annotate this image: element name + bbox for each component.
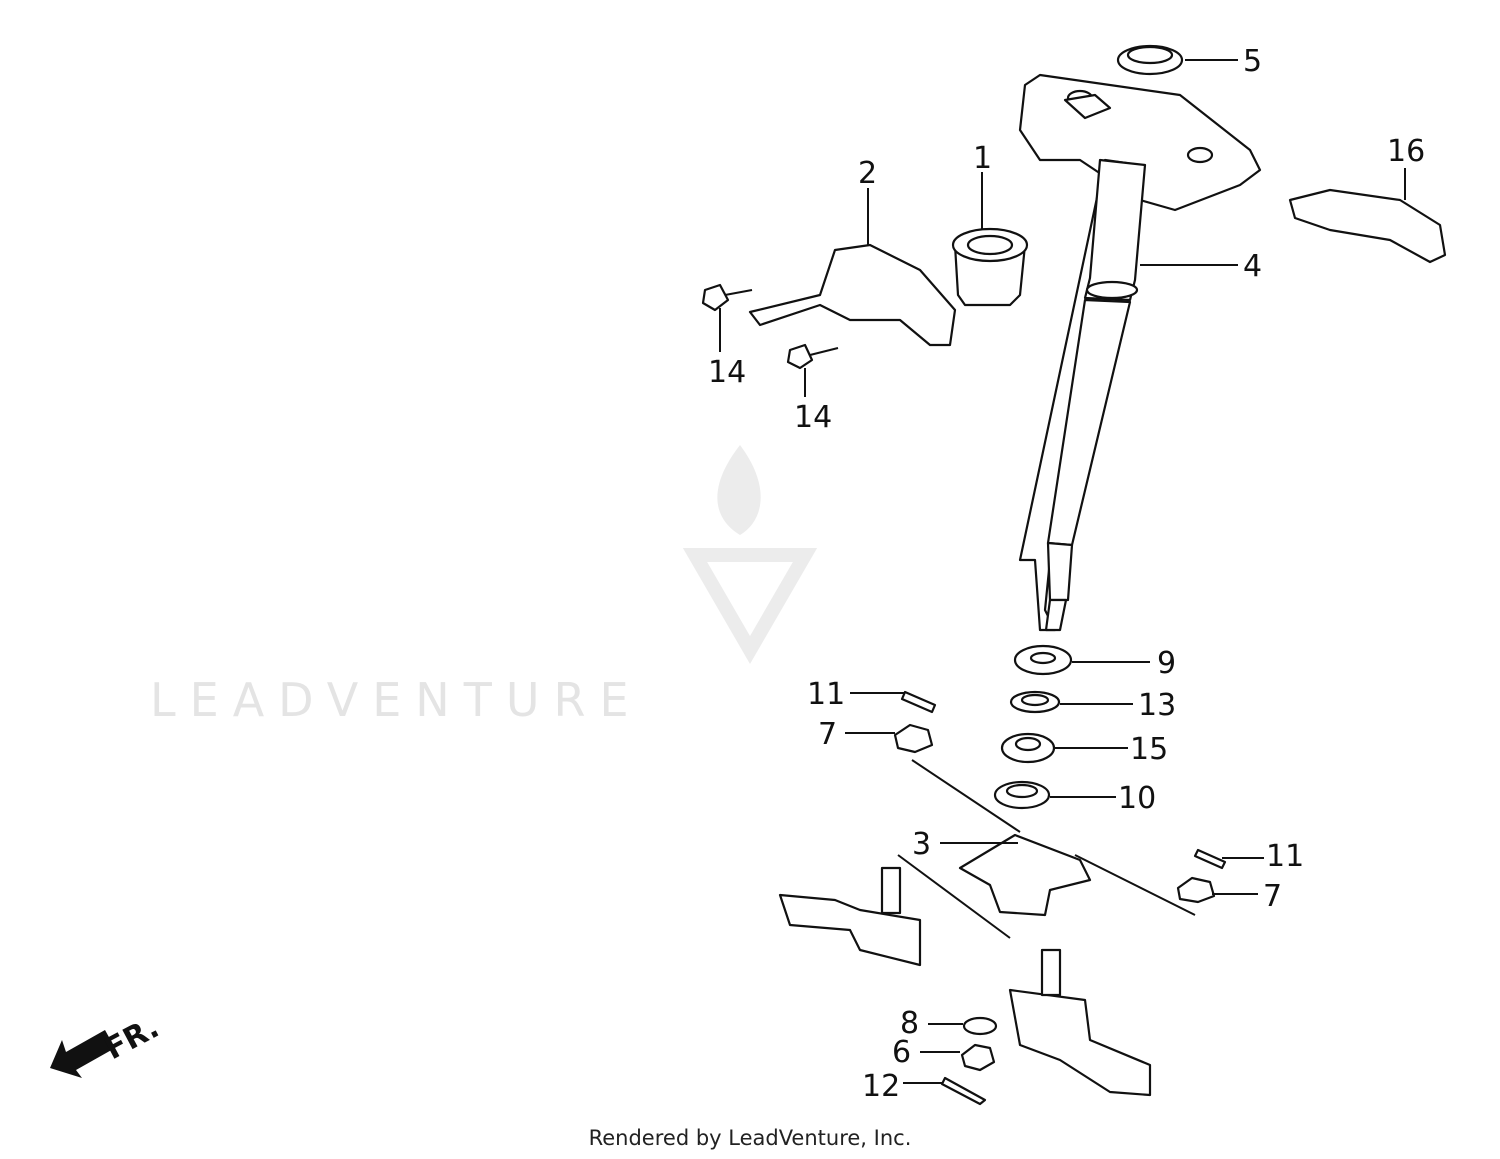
callout-7-a: 7 — [818, 717, 837, 752]
small-hardware — [893, 690, 1227, 1106]
bushing-part — [951, 227, 1029, 307]
callout-16: 16 — [1387, 134, 1425, 169]
callout-11-a: 11 — [807, 677, 845, 712]
callout-14-b: 14 — [794, 400, 832, 435]
front-direction-indicator: FR. — [50, 1010, 165, 1078]
callout-2: 2 — [858, 156, 877, 191]
callout-4: 4 — [1243, 249, 1262, 284]
callout-labels: 5 16 1 2 4 14 14 9 11 13 7 15 10 3 11 7 … — [708, 44, 1425, 1104]
plate-part — [1288, 188, 1447, 264]
callout-10: 10 — [1118, 781, 1156, 816]
footer-credit: Rendered by LeadVenture, Inc. — [588, 1126, 912, 1150]
pitman-arm-part — [958, 833, 1092, 917]
callout-13: 13 — [1138, 688, 1176, 723]
steering-shaft-part — [1018, 73, 1262, 632]
callout-11-b: 11 — [1266, 839, 1304, 874]
callout-6: 6 — [892, 1035, 911, 1070]
callout-14-a: 14 — [708, 355, 746, 390]
holder-part — [748, 243, 957, 347]
callout-7-b: 7 — [1263, 879, 1282, 914]
watermark-logo: LEADVENTURE — [150, 445, 818, 727]
tie-rod-end-part — [778, 866, 1152, 1097]
cap-part — [1116, 44, 1184, 76]
callout-3: 3 — [912, 827, 931, 862]
bearing-stack — [993, 644, 1073, 810]
bolt-part — [701, 283, 839, 370]
callout-8: 8 — [900, 1006, 919, 1041]
callout-9: 9 — [1157, 646, 1176, 681]
assembly-lines — [897, 759, 1196, 939]
front-label: FR. — [99, 1010, 164, 1067]
callout-15: 15 — [1130, 732, 1168, 767]
callout-12: 12 — [862, 1069, 900, 1104]
front-arrow-icon — [50, 1030, 115, 1078]
callout-1: 1 — [973, 141, 992, 176]
watermark-text: LEADVENTURE — [150, 673, 643, 727]
leader-lines — [719, 59, 1406, 1084]
callout-5: 5 — [1243, 44, 1262, 79]
